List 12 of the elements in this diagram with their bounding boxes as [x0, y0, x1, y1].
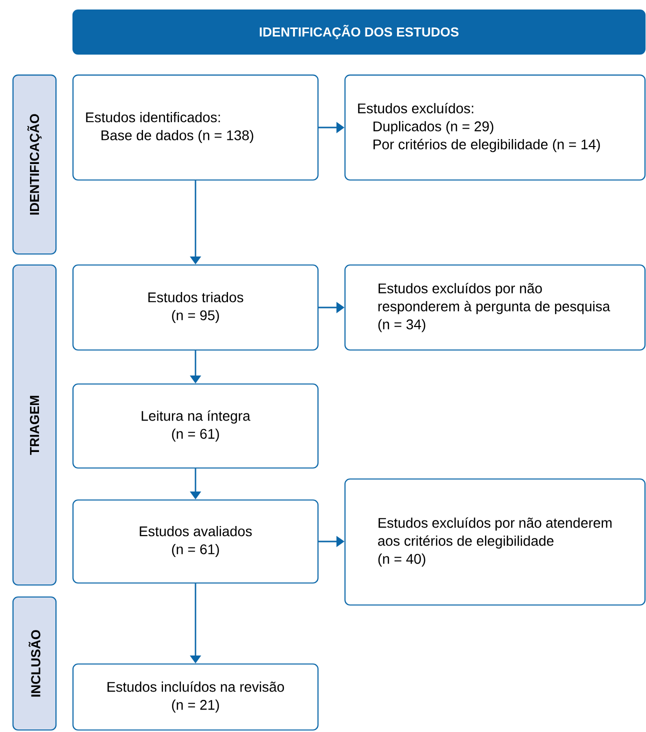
phase-band: TRIAGEM	[12, 264, 57, 586]
phase-band: INCLUSÃO	[12, 596, 57, 731]
process-box: Leitura na íntegra (n = 61)	[72, 383, 319, 469]
process-box: Estudos avaliados (n = 61)	[72, 499, 319, 584]
phase-band: IDENTIFICAÇÃO	[12, 74, 57, 255]
exclusion-box: Estudos excluídos por não atenderem aos critérios de elegibilidade (n = 40)	[344, 478, 646, 606]
process-box: Estudos identificados: Base de dados (n = 138)	[72, 74, 319, 181]
process-box: Estudos excluídos: Duplicados (n = 29) Por critérios de elegibilidade (n = 14)	[344, 74, 646, 181]
exclusion-box: Estudos excluídos por não responderem à pergunta de pesquisa (n = 34)	[344, 264, 646, 351]
process-box: Estudos incluídos na revisão (n = 21)	[72, 663, 319, 731]
header-band: IDENTIFICAÇÃO DOS ESTUDOS	[72, 9, 646, 55]
process-box: Estudos triados (n = 95)	[72, 264, 319, 351]
